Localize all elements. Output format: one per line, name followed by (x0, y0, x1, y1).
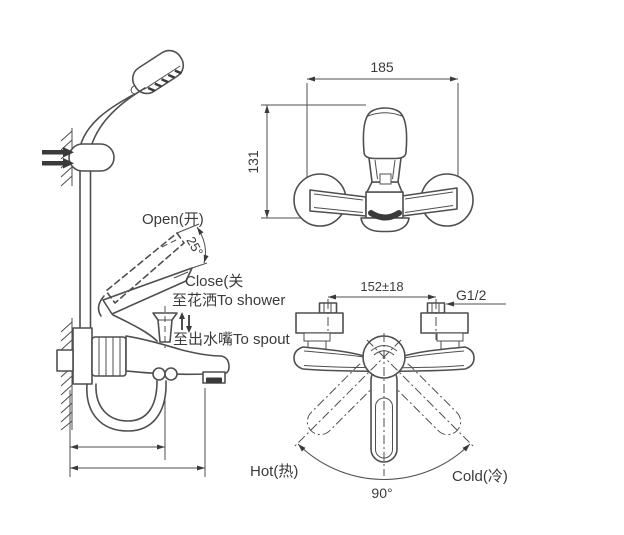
union-right (420, 300, 469, 350)
wall-plate (72, 327, 93, 385)
spout (125, 335, 230, 376)
top-view: 152±18 G1/2 Hot(热) Cold(冷) 90° (250, 279, 508, 501)
hole-spacing-dimension (327, 294, 437, 309)
shower-bracket (68, 143, 115, 172)
front-body-bar-left (309, 189, 367, 217)
hose-loop (86, 380, 167, 432)
mounting-arrows (42, 147, 74, 169)
hole-spacing-label: 152±18 (360, 279, 403, 294)
hose-nipples (152, 367, 178, 381)
union-nut (91, 336, 127, 377)
side-view: Open(开) 25° Close(关 至花洒To shower 至出水嘴To … (42, 49, 291, 477)
wall-plate-stub (56, 349, 74, 372)
front-bowl (360, 217, 410, 233)
body-shoulder (112, 314, 158, 342)
diverter-knob (152, 306, 178, 348)
aerator (202, 371, 226, 384)
swing-angle-label: 90° (371, 485, 392, 501)
open-label: Open(开) (142, 211, 204, 228)
thread-label: G1/2 (456, 287, 487, 303)
shower-head (130, 49, 185, 95)
side-view-dimensions (69, 388, 206, 477)
centerlines (292, 333, 476, 476)
front-view: 185 131 (245, 59, 474, 233)
angle-arc-25 (196, 226, 209, 264)
cold-label: Cold(冷) (452, 468, 508, 485)
slide-bar (79, 170, 92, 330)
height-dim-label: 131 (245, 150, 261, 174)
lever-closed (102, 262, 208, 315)
height-dimension (261, 104, 366, 219)
thread-leader (446, 301, 506, 307)
handle-dome-front (362, 107, 408, 160)
diverter-direction-arrows (179, 312, 192, 333)
close-label: Close(关 (185, 273, 243, 290)
front-dark-collar (368, 210, 402, 221)
to-shower-label: 至花洒To shower (172, 292, 285, 309)
width-dim-label: 185 (370, 59, 394, 75)
union-left (295, 300, 344, 350)
front-neck (368, 157, 402, 185)
swing-arc (297, 443, 471, 480)
lever-open (105, 223, 200, 304)
to-spout-label: 至出水嘴To spout (173, 331, 291, 348)
shower-handle-tube (79, 87, 146, 148)
hot-label: Hot(热) (250, 463, 298, 480)
width-dimension (306, 76, 459, 177)
lever-pivot (97, 295, 105, 317)
